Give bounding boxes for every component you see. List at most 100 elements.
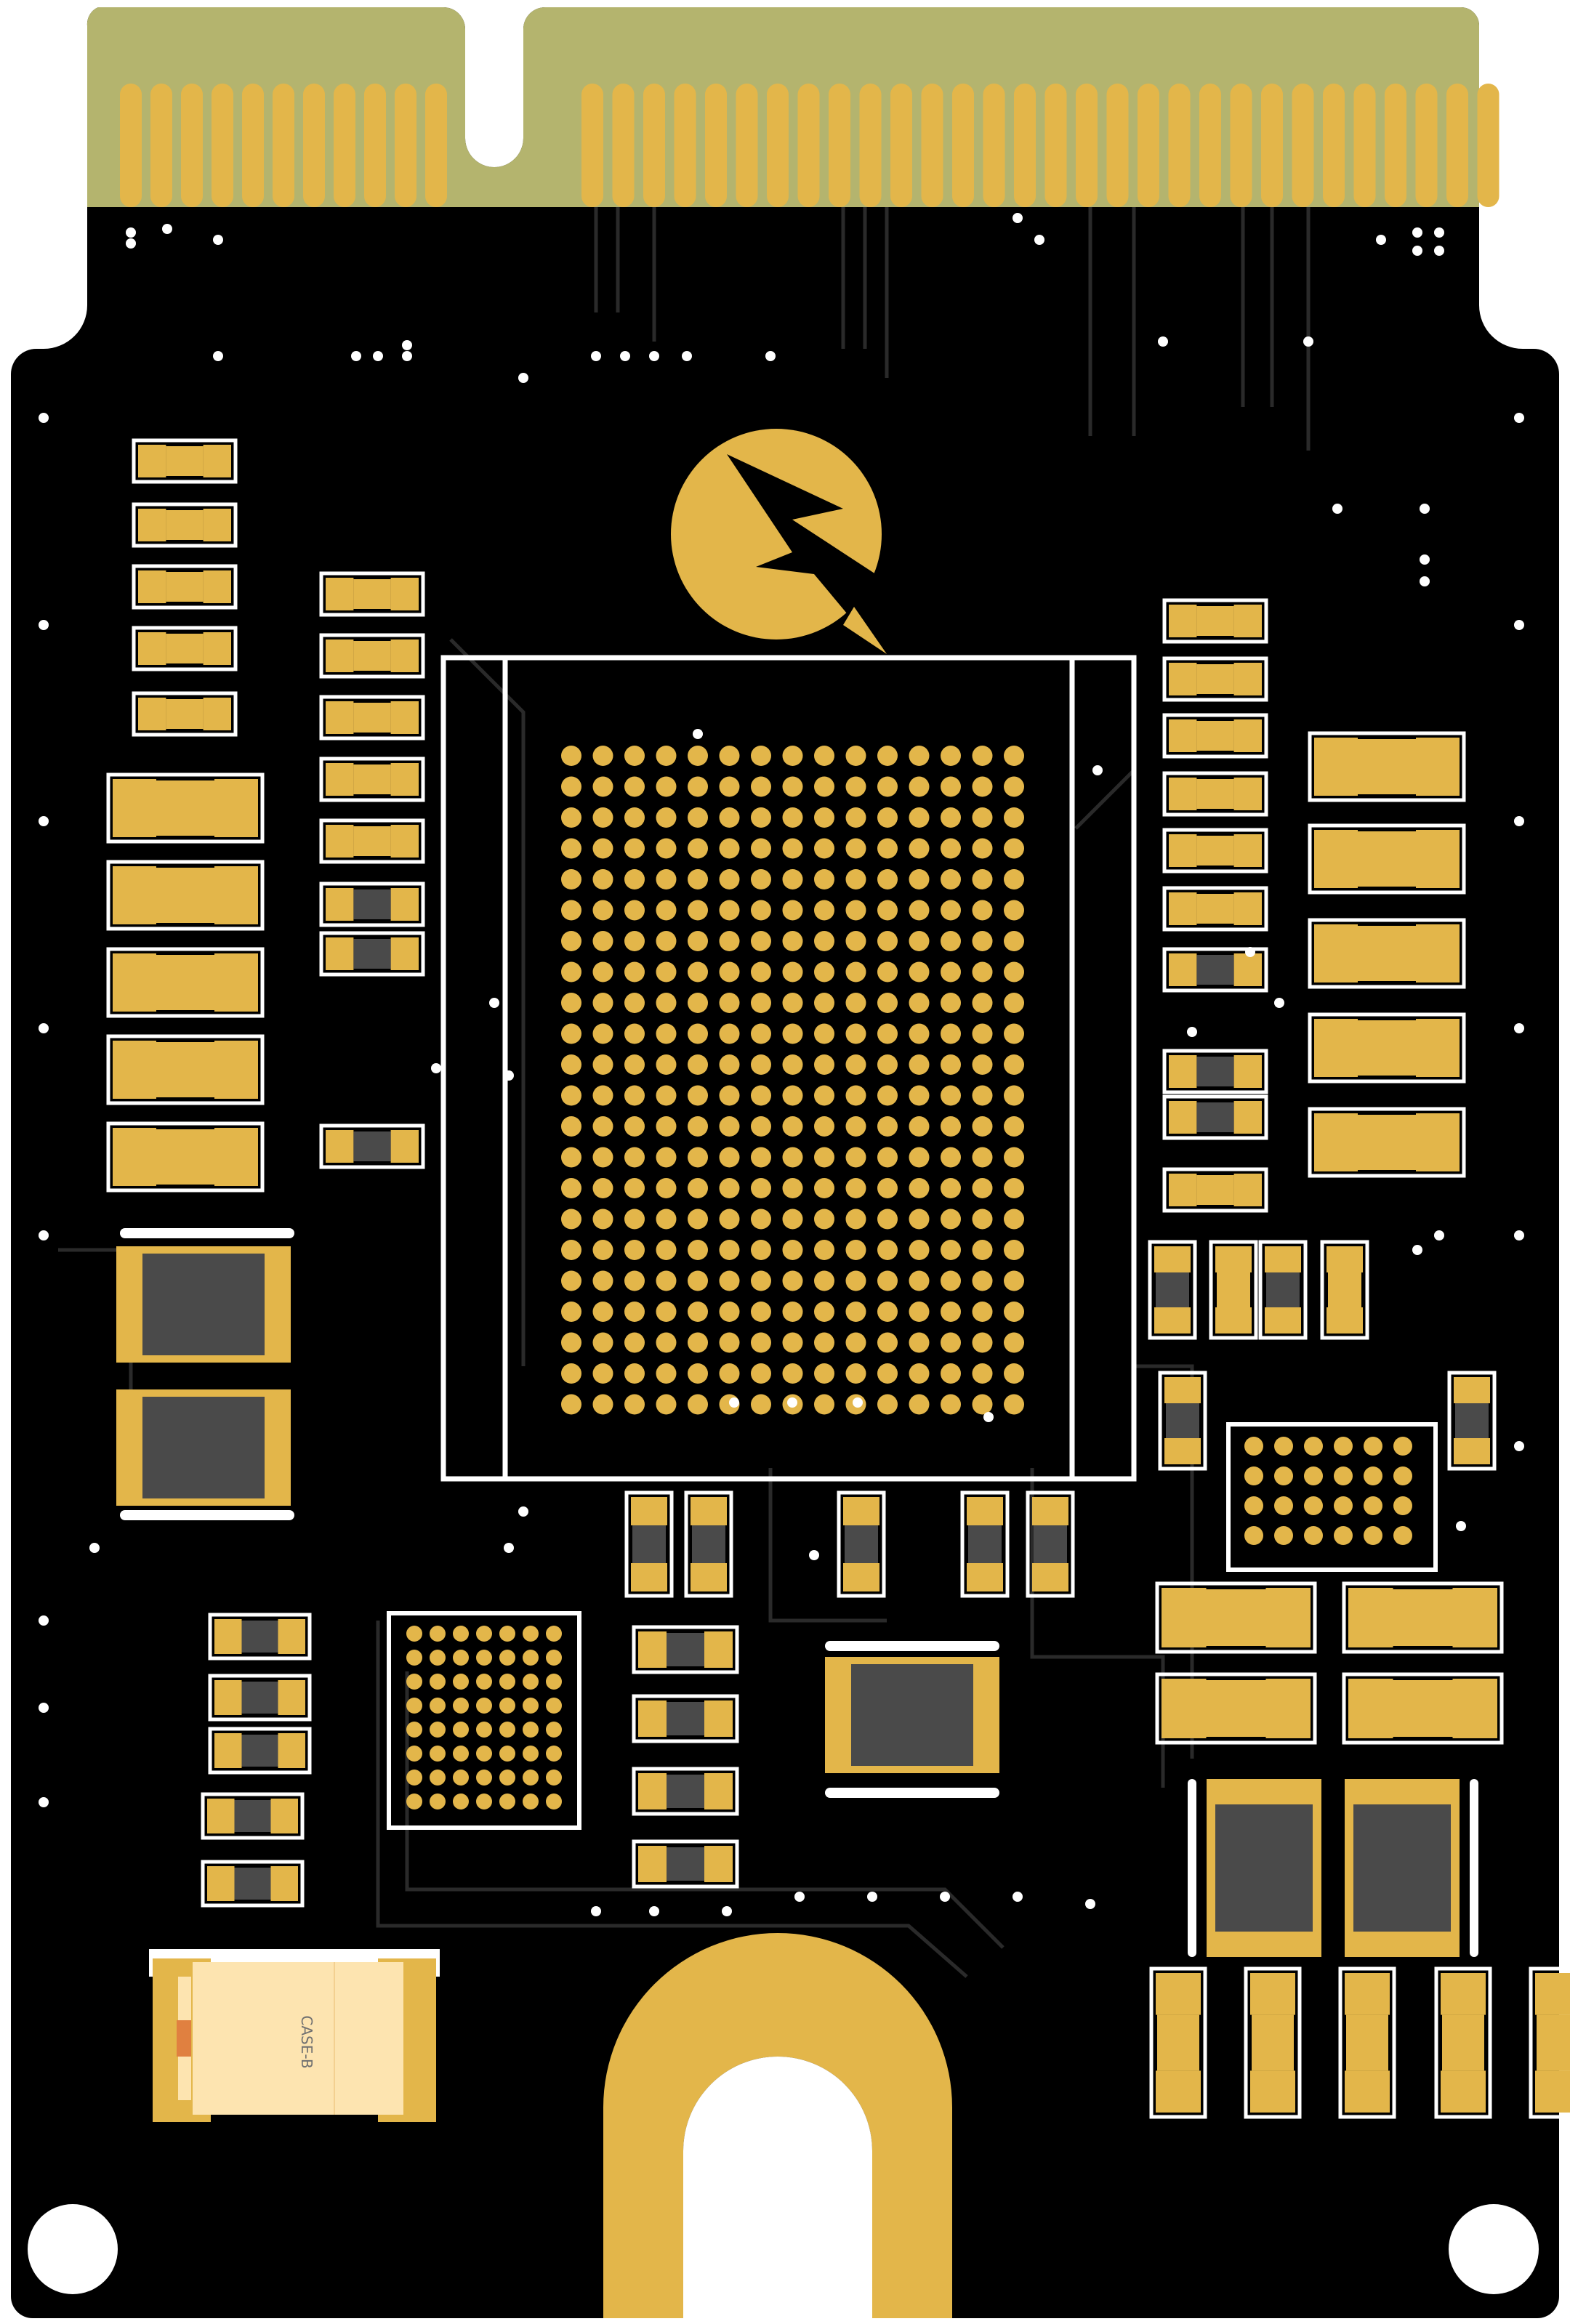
bga-pad <box>782 1332 803 1353</box>
bga-pad <box>1364 1496 1382 1515</box>
bga-pad <box>814 961 834 983</box>
bga-pad <box>624 838 645 859</box>
bga-pad <box>688 1394 708 1415</box>
smd-part <box>1162 771 1268 817</box>
bga-pad <box>719 1178 740 1198</box>
bga-pad <box>972 1054 993 1075</box>
bga-pad <box>656 1023 677 1044</box>
bga-pad <box>561 1147 581 1168</box>
bga-pad <box>624 1116 645 1137</box>
smd-part <box>106 947 265 1018</box>
bga-pad <box>814 746 834 766</box>
bga-pad <box>941 900 961 921</box>
bga-pad <box>814 1363 834 1384</box>
bga-pad <box>1004 1147 1024 1168</box>
bga-pad <box>430 1650 446 1666</box>
edge-connector <box>86 7 1499 207</box>
via <box>402 351 412 361</box>
smd-part <box>837 1490 886 1598</box>
smd-part <box>319 818 425 864</box>
bga-pad <box>453 1674 469 1690</box>
edge-finger <box>242 84 264 207</box>
bga-pad <box>972 1209 993 1230</box>
bga-pad <box>941 961 961 983</box>
bga-pad <box>941 1178 961 1198</box>
bga-pad <box>1364 1466 1382 1485</box>
bga-pad <box>656 1209 677 1230</box>
bga-pad <box>656 1270 677 1291</box>
bga-pad <box>688 1147 708 1168</box>
bga-pad <box>877 1085 898 1106</box>
bga-pad <box>719 1240 740 1260</box>
bga-pad <box>499 1794 515 1809</box>
bga-pad <box>592 1363 613 1384</box>
small-bga-right-outline <box>1226 1422 1438 1572</box>
bga-pad <box>845 1085 866 1106</box>
smd-part <box>1162 1049 1268 1094</box>
bga-pad <box>877 1209 898 1230</box>
smd-part <box>1162 598 1268 644</box>
bga-pad <box>814 1116 834 1137</box>
bga-pad <box>499 1626 515 1642</box>
smd-part <box>106 772 265 844</box>
bga-pad <box>719 1054 740 1075</box>
bga-pad <box>719 1116 740 1137</box>
via <box>1412 227 1422 238</box>
smd-part <box>632 1839 739 1889</box>
bga-pad <box>546 1698 562 1714</box>
bga-pad <box>688 776 708 797</box>
bga-pad <box>561 931 581 951</box>
bga-pad <box>656 746 677 766</box>
bga-pad <box>845 1147 866 1168</box>
bga-pad <box>1393 1437 1412 1456</box>
bga-pad <box>941 776 961 797</box>
bga-pad <box>561 1270 581 1291</box>
bga-pad <box>972 1085 993 1106</box>
bga-pad <box>877 1332 898 1353</box>
bga-pad <box>719 1363 740 1384</box>
smd-part <box>208 1613 312 1661</box>
smd-part <box>208 1727 312 1775</box>
bga-pad <box>561 776 581 797</box>
bga-pad <box>656 869 677 889</box>
bga-pad <box>814 1270 834 1291</box>
via <box>1158 336 1168 347</box>
bga-pad <box>814 900 834 921</box>
via <box>1514 413 1524 423</box>
via <box>1514 816 1524 826</box>
bga-pad <box>814 807 834 828</box>
bga-pad <box>719 1023 740 1044</box>
bga-pad <box>656 776 677 797</box>
bga-pad <box>972 961 993 983</box>
bga-pad <box>592 931 613 951</box>
bga-pad <box>624 807 645 828</box>
smd-part <box>106 1121 265 1193</box>
bga-pad <box>877 1054 898 1075</box>
edge-finger <box>1292 84 1314 207</box>
bga-pad <box>1004 1023 1024 1044</box>
via <box>1303 336 1313 347</box>
via <box>1013 213 1023 223</box>
edge-finger <box>1477 84 1499 207</box>
bga-pad <box>1244 1496 1263 1515</box>
bga-pad <box>782 1178 803 1198</box>
bga-pad <box>782 1209 803 1230</box>
bga-pad <box>845 869 866 889</box>
bga-pad <box>972 931 993 951</box>
bga-pad <box>719 1270 740 1291</box>
bga-pad <box>592 1394 613 1415</box>
edge-finger <box>364 84 386 207</box>
via <box>983 1412 994 1422</box>
bga-pad <box>453 1746 469 1762</box>
power-inductor <box>1207 1779 1321 1957</box>
edge-finger <box>273 84 294 207</box>
bga-pad <box>782 1085 803 1106</box>
bga-pad <box>782 1302 803 1322</box>
smd-part <box>208 1674 312 1722</box>
via <box>89 1543 100 1553</box>
bga-pad <box>941 869 961 889</box>
smd-part <box>132 564 238 610</box>
bga-pad <box>972 1240 993 1260</box>
bga-pad <box>476 1626 492 1642</box>
bga-pad <box>624 776 645 797</box>
